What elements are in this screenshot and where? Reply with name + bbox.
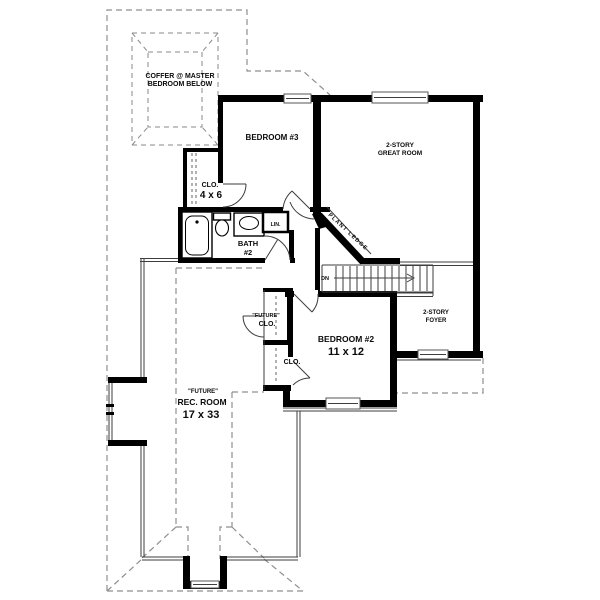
closet-details: [191, 153, 277, 390]
stairs-dn-label: DN: [321, 276, 329, 282]
plant-ledge: PLANT LEDGE: [316, 206, 372, 265]
foyer-label-2: FOYER: [426, 318, 447, 324]
bath-fixtures: LIN.: [181, 210, 290, 259]
rec-room-label-2: REC. ROOM: [177, 397, 226, 407]
toilet-tank: [212, 212, 232, 221]
rec-room-dims: 17 x 33: [183, 409, 220, 421]
future-closet-door: [242, 315, 265, 338]
rec-room-label: "FUTURE": [188, 389, 218, 395]
coffer-label-2: BEDROOM BELOW: [148, 81, 213, 88]
stair-direction-arrow: [406, 273, 416, 283]
closet4x6-dims: 4 x 6: [200, 190, 223, 201]
linen-closet: [261, 210, 290, 234]
bedroom3-label: BEDROOM #3: [246, 133, 299, 142]
future-closet-label-2: CLO.: [259, 321, 276, 328]
lower-floor-walls: [106, 258, 481, 561]
dormer: [183, 556, 227, 589]
door-swings: [222, 183, 319, 386]
great-room-label: 2-STORY: [386, 142, 414, 149]
future-closet-label: "FUTURE": [252, 313, 280, 319]
staircase: DN: [321, 261, 473, 297]
bedroom2-door: [293, 293, 319, 313]
bathtub: [181, 211, 213, 259]
linen-label: LIN.: [271, 222, 281, 228]
room-labels: BEDROOM #3 2-STORY GREAT ROOM CLO. 4 x 6…: [177, 133, 448, 421]
angled-wall-stub: [312, 212, 326, 229]
bedroom3-door: [282, 190, 311, 210]
great-room-label-2: GREAT ROOM: [378, 150, 422, 157]
closet2-label: CLO.: [284, 359, 301, 366]
tub-drain: [195, 220, 199, 224]
foyer-label: 2-STORY: [423, 310, 449, 316]
bedroom2-label: BEDROOM #2: [318, 334, 374, 344]
toilet-bowl: [214, 219, 230, 237]
bath-label: BATH: [238, 239, 258, 248]
closet4x6-door: [222, 183, 247, 208]
roof-outline: [106, 9, 484, 592]
coffer-ceiling-detail: COFFER @ MASTER BEDROOM BELOW: [131, 32, 219, 146]
hall-arch: [289, 201, 315, 220]
sink: [239, 216, 259, 230]
coffer-label: COFFER @ MASTER: [145, 73, 214, 80]
closet4x6-label: CLO.: [202, 182, 219, 189]
bedroom2-dims: 11 x 12: [328, 346, 364, 358]
windows: [283, 91, 449, 410]
bath-label-2: #2: [244, 248, 252, 257]
bedroom2-closet-door: [292, 360, 311, 386]
bath-door: [264, 235, 291, 261]
